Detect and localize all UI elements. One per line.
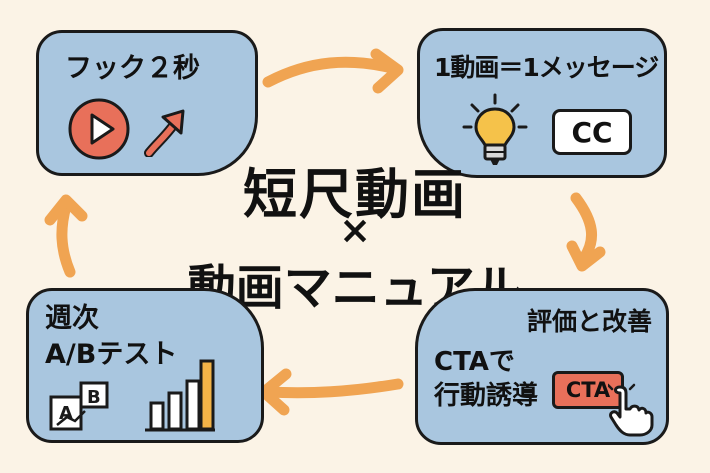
cta-icon: CTA — [552, 371, 624, 409]
ab-test-icon: A B — [49, 381, 109, 431]
hook-card: フック２秒 — [36, 30, 258, 176]
arrow-top — [262, 56, 398, 88]
weekly-label: 週次 — [45, 303, 99, 334]
up-arrow-icon — [144, 109, 185, 157]
lightbulb-icon — [462, 93, 528, 165]
eval-card: 評価と改善 CTAで 行動誘導 CTA — [415, 288, 669, 445]
play-icon — [68, 98, 130, 160]
hook-title: フック２秒 — [65, 53, 200, 84]
cc-icon: CC — [552, 109, 632, 155]
ab-test-card: 週次 A/Bテスト A B — [26, 288, 264, 443]
arrow-left — [56, 200, 76, 278]
main-title: 短尺動画 — [243, 163, 467, 226]
ab-test-label: A/Bテスト — [45, 339, 178, 370]
times-sign: × — [339, 208, 371, 252]
eval-title: 評価と改善 — [526, 307, 652, 336]
message-title: 1動画＝1メッセージ — [434, 53, 659, 82]
ab-tag-b: B — [87, 387, 101, 408]
message-card: 1動画＝1メッセージ CC — [417, 28, 667, 178]
bar-chart-icon — [145, 359, 215, 432]
cta-line1: CTAで — [434, 347, 515, 377]
arrow-right — [570, 192, 598, 264]
arrow-bottom — [262, 378, 404, 399]
cursor-hand-icon — [608, 383, 654, 437]
cta-line2: 行動誘導 — [434, 381, 539, 411]
